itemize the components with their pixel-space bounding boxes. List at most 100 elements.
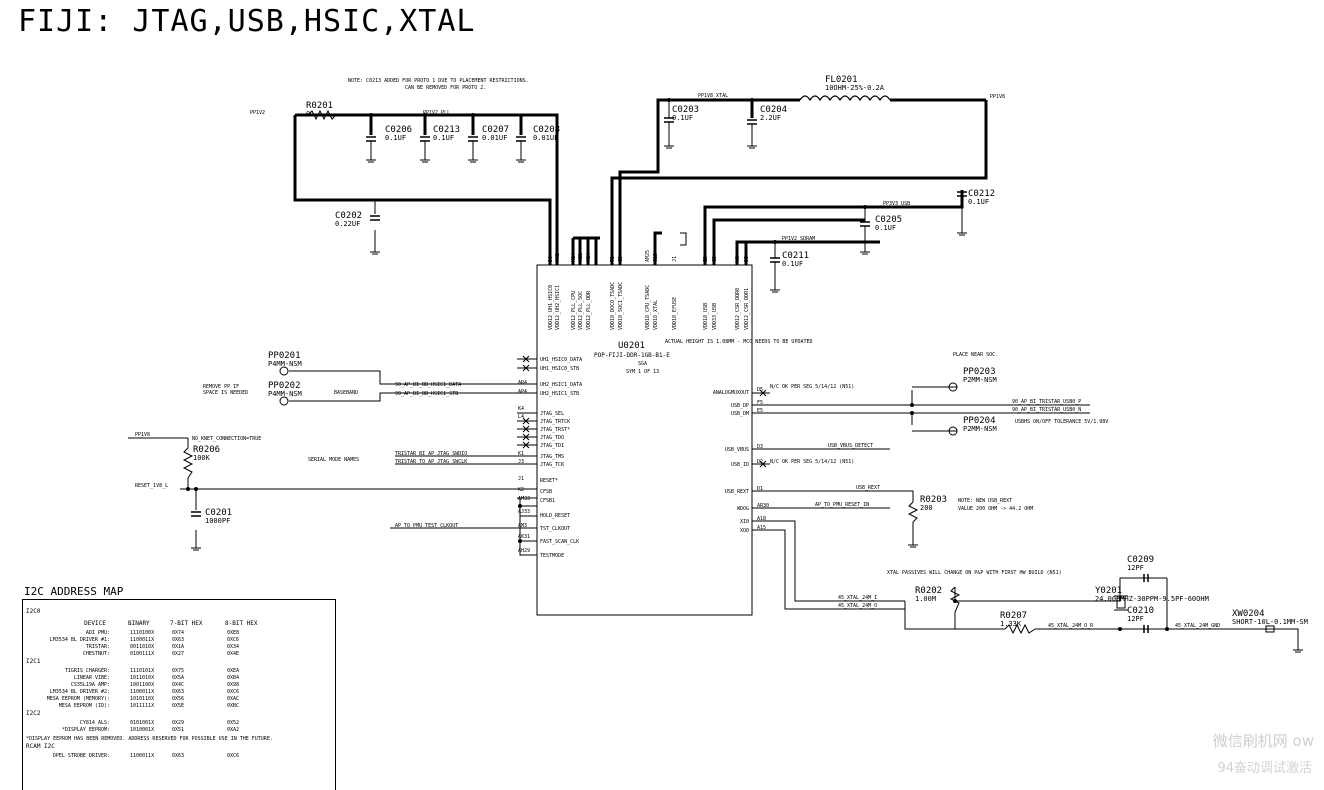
part-ref: R0202 xyxy=(915,586,942,596)
ic-left-pin-number: K1 xyxy=(518,451,524,457)
note-xtal: XTAL PASSIVES WILL CHANGE ON P&P WITH FI… xyxy=(887,570,1062,576)
part-ref: C0212 xyxy=(968,189,995,199)
ic-left-pin: RESET* xyxy=(540,478,558,484)
ic-left-pin-number: K2 xyxy=(518,487,524,493)
note-baseband: BASEBAND xyxy=(334,390,358,396)
ic-right-pin-number: E5 xyxy=(757,408,763,414)
ic-top-pin-number: N8 xyxy=(735,256,741,262)
note-usbhs: USBHS ON/OFF TOLERANCE 5V/1.98V xyxy=(1015,419,1108,425)
ic-left-pin-number: J3 xyxy=(518,459,524,465)
net-swclk: TRISTAR_TO_AP_JTAG_SWCLK xyxy=(395,459,467,465)
ic-left-pin-number: AK31 xyxy=(518,534,530,540)
ic-top-pin-number: J1 xyxy=(672,256,678,262)
ic-left-pin-number: AH29 xyxy=(518,548,530,554)
ic-top-pin: VDD18_SOC1_TSADC xyxy=(618,282,624,330)
net-pp1v8-xtal: PP1V8_XTAL xyxy=(698,93,728,99)
part-value: 200 xyxy=(920,504,933,512)
ic-left-pin-number: K4 xyxy=(518,406,524,412)
ic-left-pin: JTAG_TCK xyxy=(540,462,564,468)
part-ref: C0206 xyxy=(385,125,412,135)
part-ref: FL0201 xyxy=(825,75,858,85)
ic-sym: SYM 1 OF 13 xyxy=(626,369,659,375)
ic-left-pin: JTAG_TMS xyxy=(540,454,564,460)
part-value: 0.1UF xyxy=(385,134,406,142)
ic-right-pin-number: D1 xyxy=(757,486,763,492)
ic-top-pin-number: T3 xyxy=(610,256,616,262)
net-bb-data: 90_AP_BI_BB_HSIC1_DATA xyxy=(395,382,461,388)
ic-top-pin-number: M14 xyxy=(571,253,577,262)
part-ref: R0207 xyxy=(1000,611,1027,621)
testpoint-pp0202 xyxy=(279,396,289,406)
net-swdio: TRISTAR_BI_AP_JTAG_SWDIO xyxy=(395,451,467,457)
net-xtal-o: 45_XTAL_24M_O xyxy=(838,603,877,609)
net-clkout: AP_TO_PMU_TEST_CLKOUT xyxy=(395,523,458,529)
ic-right-pin-number: A18 xyxy=(757,516,766,522)
net-reset: RESET_1V8_L xyxy=(135,483,168,489)
ic-ref: U0201 xyxy=(618,341,645,351)
crystal-y0201 xyxy=(1116,597,1126,609)
ic-body xyxy=(536,264,753,616)
part-ref: PP0201 xyxy=(268,351,301,361)
ic-pkg: SGA xyxy=(638,361,647,367)
part-value: 0.1UF xyxy=(968,198,989,206)
ic-top-pin: VDD18_USB xyxy=(703,303,709,330)
ic-top-pin-number: D9 xyxy=(548,256,554,262)
ic-top-pin: VDD18_XTAL xyxy=(653,300,659,330)
ic-right-pin-number: AR30 xyxy=(757,503,769,509)
ic-left-pin: JTAG_TRTCK xyxy=(540,419,570,425)
part-value: 0.1UF xyxy=(875,224,896,232)
net-pp1v2-pll: PP1V2_PLL xyxy=(423,110,450,116)
ic-left-pin: UH2_HSIC1_STB xyxy=(540,391,579,397)
ic-top-pin-number: A21 xyxy=(578,253,584,262)
ic-left-pin: UH1_HSIC0_DATA xyxy=(540,357,582,363)
part-ref: C0201 xyxy=(205,508,232,518)
ic-right-pin: XI0 xyxy=(740,519,749,525)
part-ref: R0203 xyxy=(920,495,947,505)
watermark-2: 94奋动调试激活 xyxy=(1217,761,1312,776)
net-pmu-reset: AP_TO_PMU_RESET_IN xyxy=(815,502,869,508)
part-value: 1.00M xyxy=(915,595,936,603)
note-no-knet: NO_KNET_CONNECTION=TRUE xyxy=(192,436,261,442)
net-xtal-i: 45_XTAL_24M_I xyxy=(838,595,877,601)
ic-right-pin-number: D5 xyxy=(757,387,763,393)
part-ref: PP0202 xyxy=(268,381,301,391)
part-value: 2.2UF xyxy=(760,114,781,122)
ic-left-pin: TST_CLKOUT xyxy=(540,526,570,532)
net-rext: USB_REXT xyxy=(856,485,880,491)
ic-top-pin: VDD18_CPU_TSADC xyxy=(645,285,651,330)
ic-top-pin: VDD18_EFUSE xyxy=(672,297,678,330)
watermark: 微信刷机网 ow xyxy=(1212,732,1314,750)
ic-left-pin: UH1_HSIC0_STB xyxy=(540,366,579,372)
part-value: 0.01UF xyxy=(482,134,507,142)
part-value: 12PF xyxy=(1127,615,1144,623)
ic-part: POP-FIJI-DDR-1GB-B1-E xyxy=(594,352,670,359)
part-ref: R0206 xyxy=(193,445,220,455)
ic-left-pin: JTAG_TDO xyxy=(540,435,564,441)
part-value: 0.1UF xyxy=(782,260,803,268)
net-pp1v2: PP1V2 xyxy=(250,110,265,116)
net-pp1v2-sdram: PP1V2_SDRAM xyxy=(782,236,815,242)
note-height: ACTUAL HEIGHT IS 1.08MM - MCO NEEDS TO B… xyxy=(665,339,813,345)
part-ref: PP0204 xyxy=(963,416,996,426)
part-value: 12PF xyxy=(1127,564,1144,572)
part-ref: C0203 xyxy=(672,105,699,115)
part-value: 1000PF xyxy=(205,517,230,525)
part-value: 1.33K xyxy=(1000,620,1022,628)
part-value: 0.01UF xyxy=(533,134,558,142)
ic-top-pin: VDD12_PLL_CPU xyxy=(571,291,577,330)
ic-top-pin-number: E3 xyxy=(703,256,709,262)
testpoint-pp0201 xyxy=(279,366,289,376)
i2c-map-title: I2C ADDRESS MAP xyxy=(24,585,124,598)
part-ref: C0202 xyxy=(335,211,362,221)
ic-right-pin: ANALOGMUXOUT xyxy=(713,390,749,396)
net-usb-n: 90_AP_BI_TRISTAR_USB0_N xyxy=(1012,407,1081,413)
part-value: 0.1UF xyxy=(433,134,454,142)
ic-left-pin-number: L4 xyxy=(518,414,524,420)
ic-top-pin-number: G3 xyxy=(712,256,718,262)
part-ref: C0205 xyxy=(875,215,902,225)
ic-right-pin: USB_DP xyxy=(731,403,749,409)
part-value: P4MM-NSM xyxy=(268,360,302,368)
part-ref: C0204 xyxy=(760,105,787,115)
ic-left-pin: JTAG_TRST* xyxy=(540,427,570,433)
net-vbus: USB_VBUS_DETECT xyxy=(828,443,873,449)
